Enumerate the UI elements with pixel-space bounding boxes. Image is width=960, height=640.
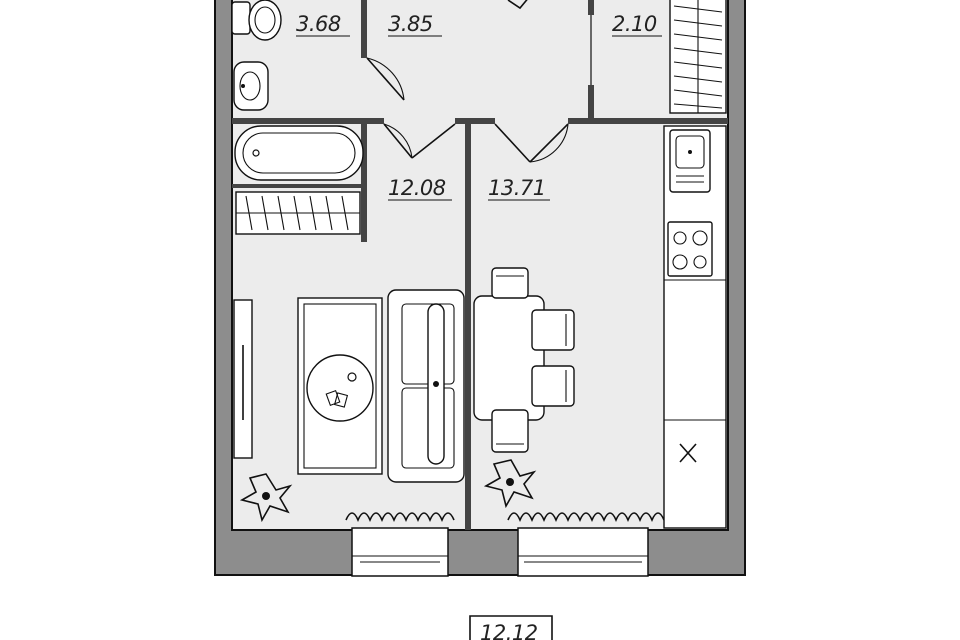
curtain-icon: [345, 512, 665, 523]
stove-icon: [667, 221, 713, 277]
sofa-icon: [387, 289, 465, 483]
tv-icon: [233, 299, 253, 459]
balcony: [469, 615, 553, 640]
kitchen-sink-icon: [669, 129, 711, 193]
window-icon: [351, 527, 649, 577]
plant-icon: [239, 459, 537, 523]
bathroom-area-label: 3.68: [296, 12, 341, 36]
wardrobe-icon: [669, 0, 727, 114]
balcony-area-label: 12.12: [480, 621, 538, 640]
sink-icon: [233, 61, 269, 111]
toilet-icon: [231, 0, 282, 41]
living-room-area-label: 12.08: [388, 176, 446, 200]
kitchen-area-label: 13.71: [488, 176, 546, 200]
wardrobe-icon: [235, 191, 361, 235]
fridge-icon: [679, 443, 697, 463]
coffee-table-icon: [306, 354, 374, 422]
hall-area-label: 3.85: [388, 12, 433, 36]
chair-icon: [491, 267, 575, 453]
bathtub-icon: [234, 125, 364, 181]
interior-walls: [232, 0, 728, 530]
door-icon: [366, 0, 592, 163]
outer-walls: [214, 0, 746, 576]
storage-area-label: 2.10: [612, 12, 657, 36]
